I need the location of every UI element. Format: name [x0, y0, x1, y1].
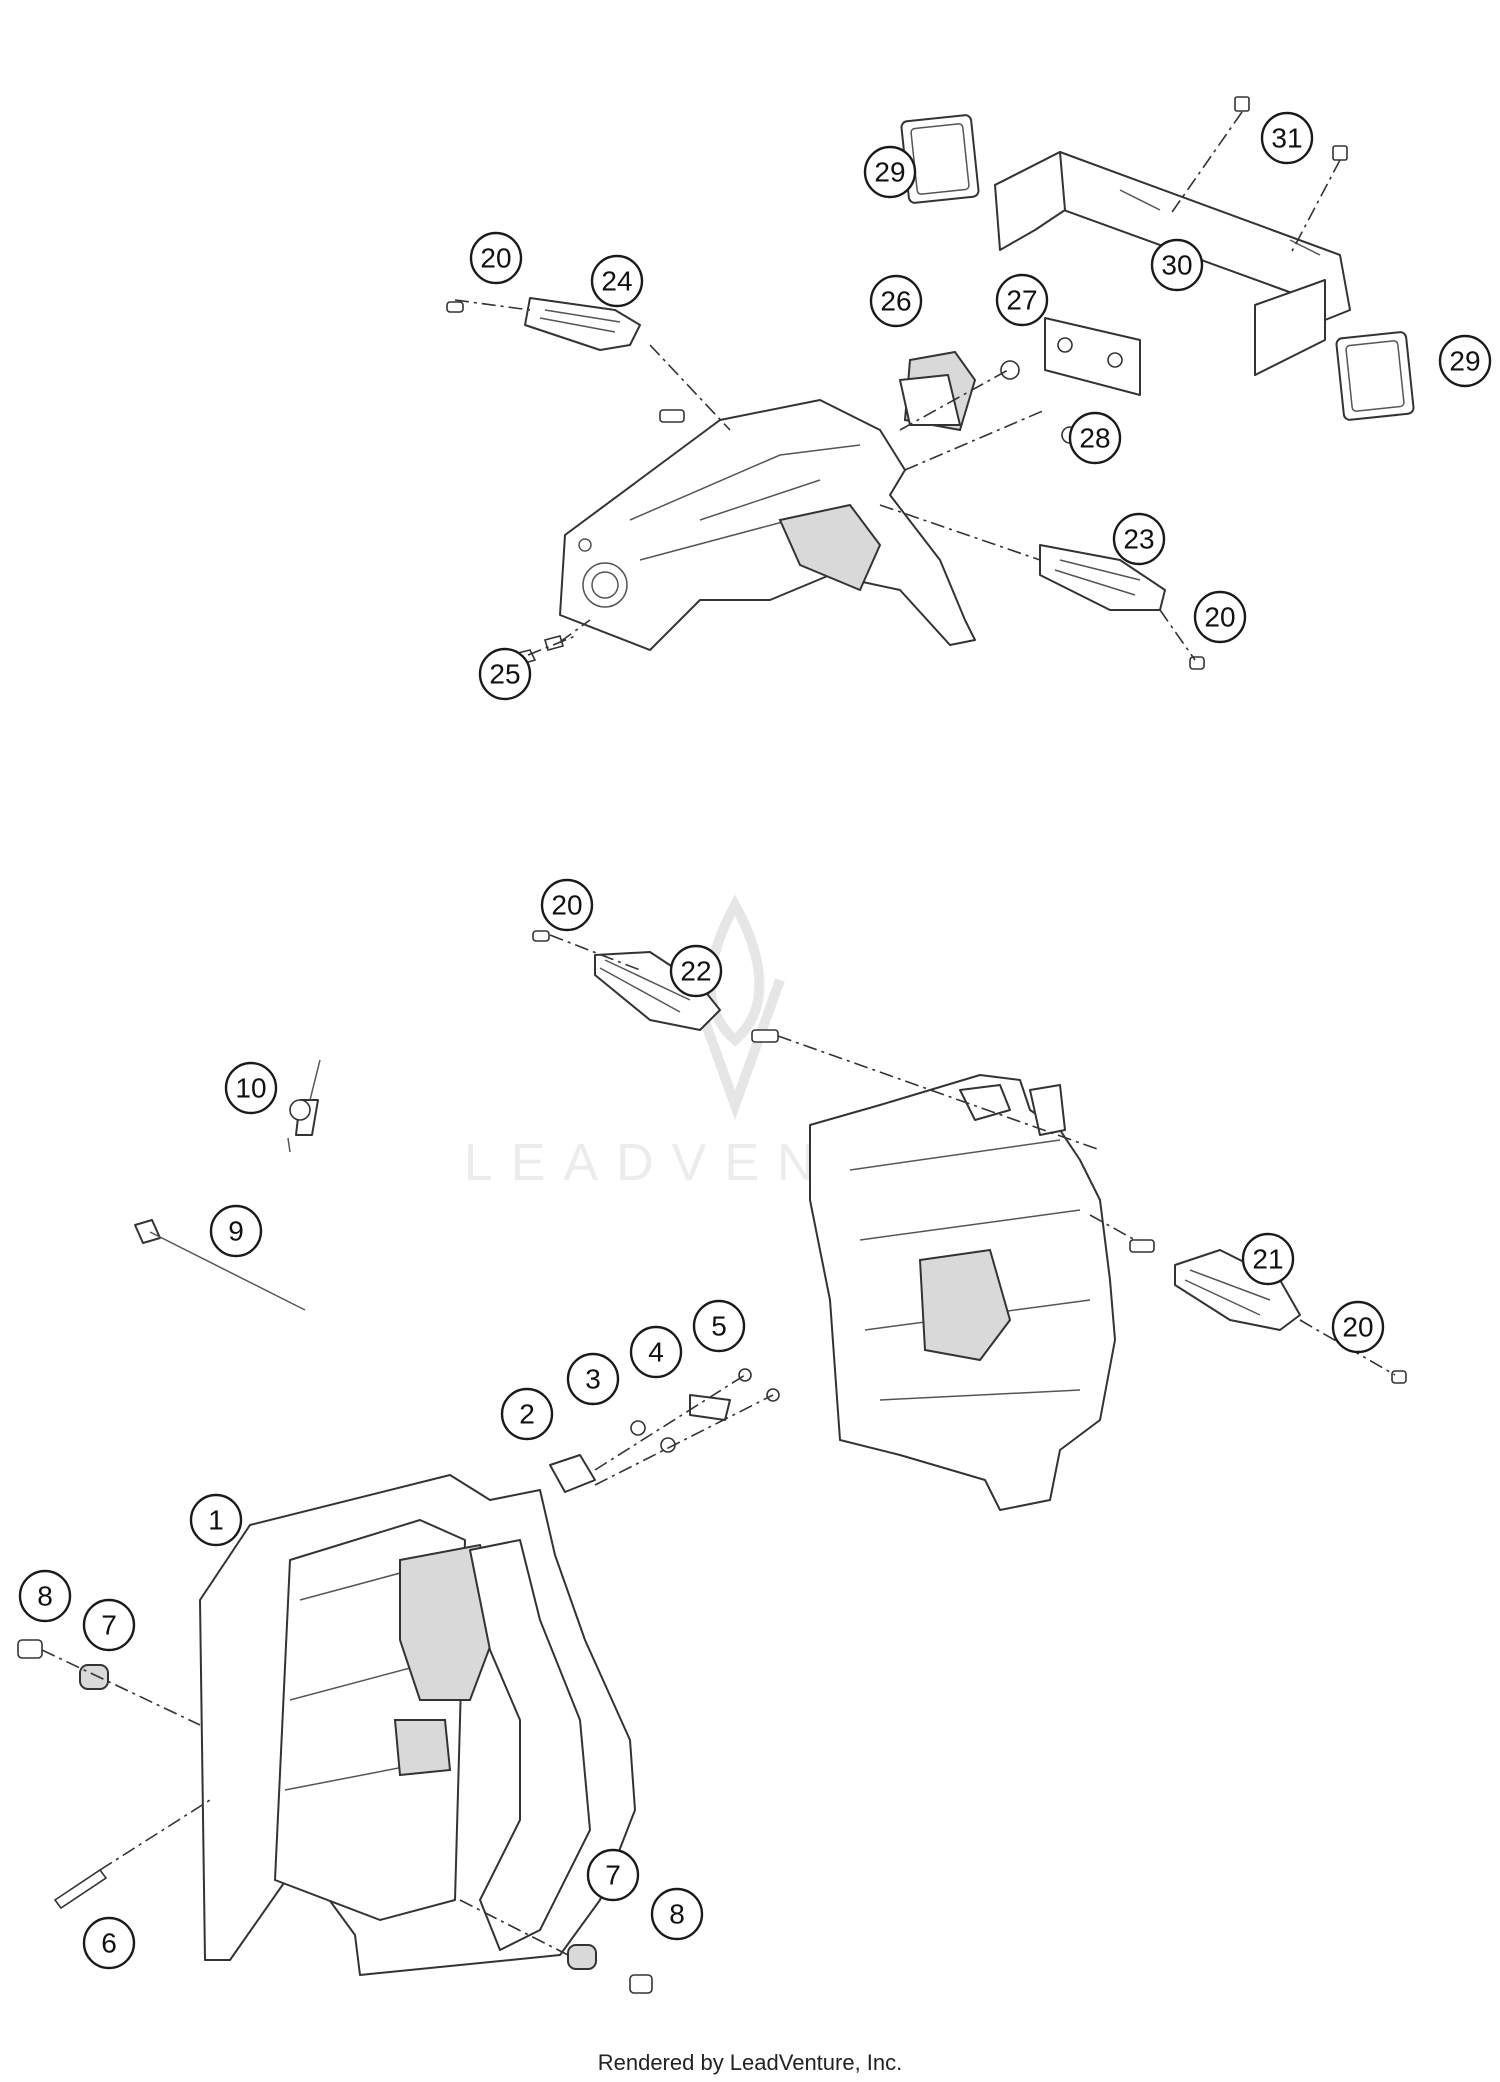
callout-31: 31 — [1260, 111, 1314, 165]
footer-credit: Rendered by LeadVenture, Inc. — [597, 2050, 903, 2075]
callout-circle — [1193, 590, 1247, 644]
callout-circle — [82, 1916, 136, 1970]
callout-label: 7 — [605, 1860, 621, 1891]
callout-label: 4 — [648, 1337, 664, 1368]
callout-3: 3 — [566, 1352, 620, 1406]
callout-label: 8 — [37, 1581, 53, 1612]
callout-8: 8 — [650, 1887, 704, 1941]
callout-circle — [1331, 1300, 1385, 1354]
callout-label: 8 — [669, 1899, 685, 1930]
callout-29: 29 — [863, 145, 917, 199]
callout-label: 2 — [519, 1399, 535, 1430]
callout-label: 21 — [1252, 1244, 1283, 1275]
callout-label: 20 — [1342, 1312, 1373, 1343]
callout-21: 21 — [1241, 1232, 1295, 1286]
callout-circle — [692, 1299, 746, 1353]
callout-label: 1 — [208, 1505, 224, 1536]
callout-label: 27 — [1006, 285, 1037, 316]
callout-label: 5 — [711, 1311, 727, 1342]
callout-20: 20 — [1331, 1300, 1385, 1354]
callout-25: 25 — [478, 647, 532, 701]
callout-circle — [566, 1352, 620, 1406]
callout-label: 24 — [601, 266, 632, 297]
callout-circle — [18, 1569, 72, 1623]
callout-24: 24 — [590, 254, 644, 308]
callout-label: 10 — [235, 1073, 266, 1104]
callout-circle — [863, 145, 917, 199]
callout-circle — [869, 274, 923, 328]
callout-10: 10 — [224, 1061, 278, 1115]
callout-label: 22 — [680, 956, 711, 987]
callout-label: 20 — [480, 243, 511, 274]
callout-label: 29 — [874, 157, 905, 188]
callout-circle — [995, 273, 1049, 327]
callout-4: 4 — [629, 1325, 683, 1379]
callout-circle — [586, 1848, 640, 1902]
callout-label: 26 — [880, 286, 911, 317]
callout-circle — [669, 944, 723, 998]
callout-label: 31 — [1271, 123, 1302, 154]
callout-label: 9 — [228, 1216, 244, 1247]
callout-23: 23 — [1112, 512, 1166, 566]
callout-circle — [1260, 111, 1314, 165]
callout-2: 2 — [500, 1387, 554, 1441]
callout-29: 29 — [1438, 334, 1492, 388]
callout-label: 6 — [101, 1928, 117, 1959]
callout-30: 30 — [1150, 238, 1204, 292]
callout-20: 20 — [540, 878, 594, 932]
callout-20: 20 — [1193, 590, 1247, 644]
callout-label: 23 — [1123, 524, 1154, 555]
callout-label: 20 — [1204, 602, 1235, 633]
callout-6: 6 — [82, 1916, 136, 1970]
callout-label: 28 — [1079, 423, 1110, 454]
callout-22: 22 — [669, 944, 723, 998]
callout-circle — [82, 1598, 136, 1652]
callout-circle — [590, 254, 644, 308]
callout-circle — [224, 1061, 278, 1115]
callout-circle — [629, 1325, 683, 1379]
callout-circle — [650, 1887, 704, 1941]
headlight-assembly — [17, 930, 1407, 1994]
tail-light-assembly — [446, 96, 1415, 670]
callout-20: 20 — [469, 231, 523, 285]
callout-label: 20 — [551, 890, 582, 921]
callout-8: 8 — [18, 1569, 72, 1623]
callout-circle — [1112, 512, 1166, 566]
callout-label: 7 — [101, 1610, 117, 1641]
callout-7: 7 — [82, 1598, 136, 1652]
callout-28: 28 — [1068, 411, 1122, 465]
callout-9: 9 — [209, 1204, 263, 1258]
callout-label: 25 — [489, 659, 520, 690]
callout-circle — [1068, 411, 1122, 465]
callout-circle — [209, 1204, 263, 1258]
callout-5: 5 — [692, 1299, 746, 1353]
callout-label: 29 — [1449, 346, 1480, 377]
callout-label: 30 — [1161, 250, 1192, 281]
callout-label: 3 — [585, 1364, 601, 1395]
callout-circle — [189, 1493, 243, 1547]
callout-circle — [1438, 334, 1492, 388]
callout-circle — [1241, 1232, 1295, 1286]
callout-7: 7 — [586, 1848, 640, 1902]
callout-circle — [478, 647, 532, 701]
callout-1: 1 — [189, 1493, 243, 1547]
callout-26: 26 — [869, 274, 923, 328]
callout-27: 27 — [995, 273, 1049, 327]
callout-circle — [500, 1387, 554, 1441]
callout-circle — [1150, 238, 1204, 292]
callout-circle — [469, 231, 523, 285]
callout-circle — [540, 878, 594, 932]
